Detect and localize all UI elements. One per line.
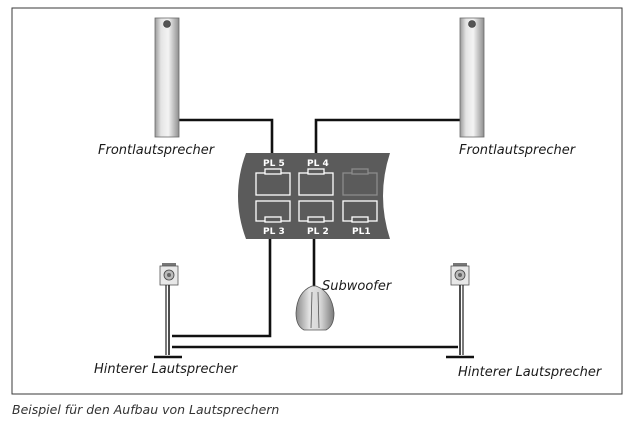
- rear-right-speaker: [446, 263, 474, 359]
- figure-caption: Beispiel für den Aufbau von Lautsprecher…: [12, 402, 280, 417]
- cable-front-right: [314, 118, 460, 158]
- cable-front-left: [175, 118, 274, 158]
- port-label-pl1: PL1: [352, 227, 371, 237]
- receiver-panel: PL 5 PL 4 PL 3 PL 2 PL1: [238, 153, 390, 239]
- front-right-speaker: [459, 17, 485, 138]
- label-rear-right: Hinterer Lautsprecher: [458, 365, 603, 380]
- label-front-right: Frontlautsprecher: [459, 143, 577, 158]
- port-pl1: [342, 200, 378, 223]
- port-label-pl2: PL 2: [307, 227, 329, 237]
- label-subwoofer: Subwoofer: [322, 279, 393, 294]
- diagram-frame: [11, 7, 623, 395]
- label-rear-left: Hinterer Lautsprecher: [94, 362, 239, 377]
- speaker-cap-icon: [468, 20, 476, 28]
- cables: [172, 118, 460, 349]
- subwoofer: [295, 285, 335, 331]
- rear-left-speaker: [154, 263, 182, 359]
- port-unused: [342, 168, 378, 196]
- front-left-speaker: [154, 17, 180, 138]
- speaker-cap-icon: [163, 20, 171, 28]
- port-pl5: [255, 168, 291, 196]
- port-label-pl3: PL 3: [263, 227, 285, 237]
- port-label-pl5: PL 5: [263, 159, 285, 169]
- port-pl2: [298, 200, 334, 223]
- port-pl4: [298, 168, 334, 196]
- port-label-pl4: PL 4: [307, 159, 329, 169]
- cable-rear-left: [172, 237, 272, 338]
- port-pl3: [255, 200, 291, 223]
- label-front-left: Frontlautsprecher: [98, 143, 216, 158]
